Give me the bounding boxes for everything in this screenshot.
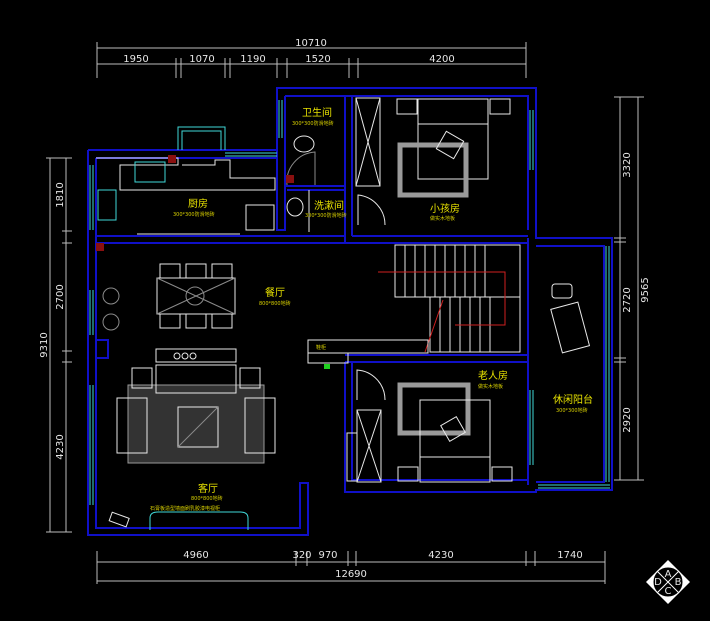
- dim-right-3: 2920: [622, 407, 633, 432]
- bathroom-fixtures: 卫生间 300*300防滑地砖 洗漱间 300*300防滑地砖: [286, 97, 386, 232]
- dim-bottom-4: 4230: [428, 550, 453, 561]
- dim-top-5: 4200: [429, 54, 454, 65]
- child-room-furniture: 小孩房 做实木地板: [396, 98, 511, 222]
- kitchen-label: 厨房: [188, 197, 208, 210]
- dim-left-total: 9310: [39, 332, 50, 357]
- windows: [89, 100, 610, 505]
- svg-text:D: D: [654, 577, 662, 588]
- top-dimensions: 10710 1950 1070 1190 1520 4200: [96, 38, 527, 78]
- tv-wall-note: 石膏板造型墙面刷乳胶漆电视柜: [150, 505, 220, 512]
- elder-room-label: 老人房: [478, 369, 508, 382]
- washroom-floor: 300*300防滑地砖: [305, 212, 347, 219]
- balcony-floor: 300*300地砖: [556, 407, 588, 414]
- dining-label: 餐厅: [265, 286, 285, 299]
- child-room-label: 小孩房: [430, 202, 460, 215]
- compass-icon: A B C D: [646, 560, 690, 604]
- dining-furniture: 餐厅 800*800地砖: [102, 263, 291, 331]
- svg-text:C: C: [665, 586, 672, 597]
- bathroom-floor: 300*300防滑地砖: [292, 120, 334, 127]
- dim-bottom-total: 12690: [335, 569, 367, 580]
- right-dimensions: 3320 2720 2920 9565: [614, 96, 651, 481]
- gas-meter-icon: [168, 155, 176, 163]
- bottom-dimensions: 4960 320 970 4230 1740 12690: [96, 550, 606, 584]
- elder-room-furniture: 老人房 做实木地板: [346, 369, 513, 483]
- balcony-furniture: 休闲阳台 300*300地砖: [550, 283, 593, 414]
- dim-top-total: 10710: [295, 38, 327, 49]
- walls: [87, 87, 613, 536]
- living-room-furniture: 客厅 800*800地砖 石膏板造型墙面刷乳胶漆电视柜: [108, 348, 276, 530]
- dim-left-3: 4230: [55, 434, 66, 459]
- staircase: 鞋柜: [307, 244, 521, 369]
- dim-top-2: 1070: [189, 54, 214, 65]
- kitchen-floor: 300*300防滑地砖: [173, 211, 215, 218]
- dim-bottom-1: 4960: [183, 550, 208, 561]
- dim-top-4: 1520: [305, 54, 330, 65]
- dim-right-2: 2720: [622, 287, 633, 312]
- bathroom-label: 卫生间: [302, 106, 332, 119]
- svg-text:B: B: [675, 577, 682, 588]
- dim-top-3: 1190: [240, 54, 265, 65]
- living-room-floor: 800*800地砖: [191, 495, 223, 502]
- dim-right-total: 9565: [640, 277, 651, 302]
- left-dimensions: 1810 2700 4230 9310: [39, 157, 72, 533]
- shoe-cabinet-label: 鞋柜: [316, 344, 326, 351]
- svg-text:A: A: [665, 569, 672, 580]
- dim-bottom-2: 320: [292, 550, 311, 561]
- elder-room-floor: 做实木地板: [478, 383, 503, 390]
- dim-bottom-3: 970: [318, 550, 337, 561]
- dim-top-1: 1950: [123, 54, 148, 65]
- washroom-label: 洗漱间: [314, 199, 344, 212]
- living-room-label: 客厅: [198, 482, 218, 495]
- balcony-label: 休闲阳台: [553, 393, 593, 406]
- dining-floor: 800*800地砖: [259, 300, 291, 307]
- dim-left-2: 2700: [55, 284, 66, 309]
- kitchen-fixtures: 厨房 300*300防滑地砖: [96, 155, 276, 251]
- dim-left-1: 1810: [55, 182, 66, 207]
- dim-bottom-5: 1740: [557, 550, 582, 561]
- dim-right-1: 3320: [622, 152, 633, 177]
- child-room-floor: 做实木地板: [430, 215, 455, 222]
